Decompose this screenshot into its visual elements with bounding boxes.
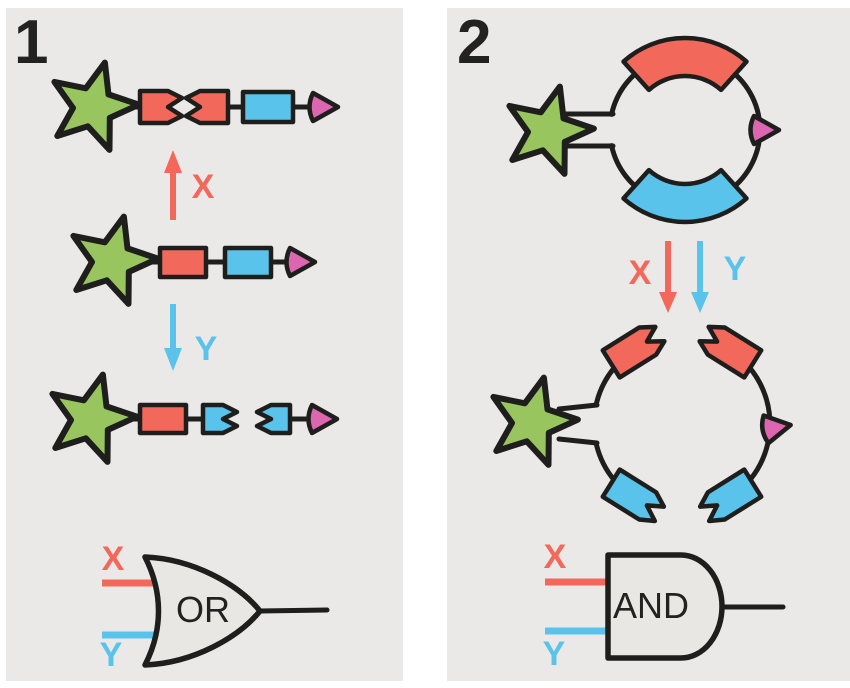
red-gene-block [137, 402, 189, 436]
arrow-x-head-icon [164, 150, 182, 173]
and-gate-input-y-label: Y [543, 635, 566, 673]
blue-gene-cut-left-piece [603, 470, 668, 527]
plasmid-cut [493, 320, 793, 527]
blue-gene-cut-right-piece [254, 402, 293, 436]
arrow-x-up: X [164, 150, 215, 220]
red-gene-arc [621, 35, 749, 93]
arrow-x-label: X [629, 254, 652, 292]
red-gene-cut-left-piece [603, 320, 668, 377]
or-gate-input-y-label: Y [100, 636, 123, 674]
plasmid-arc-lower-left [594, 442, 618, 484]
blue-gene-cut-left-piece [200, 402, 240, 436]
or-gate-label: OR [176, 589, 230, 630]
plasmid-star-link-lines [556, 402, 600, 446]
plasmid-arc-upper-left [594, 364, 618, 406]
star-icon [509, 87, 594, 174]
and-gate: X Y AND [543, 538, 786, 673]
panel-2: 2 X Y [447, 8, 850, 681]
star-icon [493, 378, 578, 465]
panel-1-number: 1 [14, 8, 48, 77]
blue-gene-arc [621, 167, 749, 225]
or-gate-input-x-label: X [102, 540, 125, 578]
panel-2-number: 2 [457, 8, 491, 77]
arrow-y-head-icon [164, 348, 182, 371]
star-icon [73, 217, 157, 304]
red-gene-block [157, 245, 209, 280]
construct-intact [73, 217, 315, 304]
arrow-y-down: Y [164, 304, 218, 371]
or-gate-body [142, 554, 263, 668]
red-gene-cut-right-piece [696, 320, 761, 377]
arrows-x-y-down: X Y [629, 241, 747, 313]
red-gene-cut-right-piece [183, 88, 231, 126]
arrow-y-label: Y [724, 250, 747, 288]
construct-cut-red [54, 63, 338, 150]
terminator-pink-icon [287, 248, 316, 276]
terminator-pink-icon [751, 116, 780, 144]
plasmid-star-link-lines [559, 111, 616, 149]
terminator-pink-icon [310, 93, 339, 121]
panel-1-figure: 1 X Y [14, 8, 403, 674]
arrow-x-label: X [192, 168, 215, 206]
and-gate-input-x-label: X [544, 538, 567, 576]
blue-gene-cut-right-piece [696, 470, 761, 527]
plasmid-intact [509, 35, 780, 225]
and-gate-body [605, 552, 725, 661]
terminator-pink-icon [760, 411, 793, 444]
or-gate-output-line [257, 607, 330, 614]
star-icon [52, 375, 136, 462]
or-gate: X Y OR [100, 540, 330, 674]
panel-2-figure: 2 X Y [457, 8, 850, 673]
construct-cut-blue [52, 375, 337, 462]
red-gene-cut-left-piece [137, 88, 185, 126]
blue-gene-block [222, 245, 274, 280]
and-gate-label: AND [613, 585, 689, 626]
panel-1: 1 X Y [6, 8, 403, 681]
arrow-y-head-icon [691, 292, 709, 313]
star-icon [54, 63, 138, 150]
arrow-x-head-icon [659, 292, 677, 313]
blue-gene-block [240, 89, 296, 125]
arrow-y-label: Y [195, 330, 218, 368]
terminator-pink-icon [309, 405, 338, 433]
